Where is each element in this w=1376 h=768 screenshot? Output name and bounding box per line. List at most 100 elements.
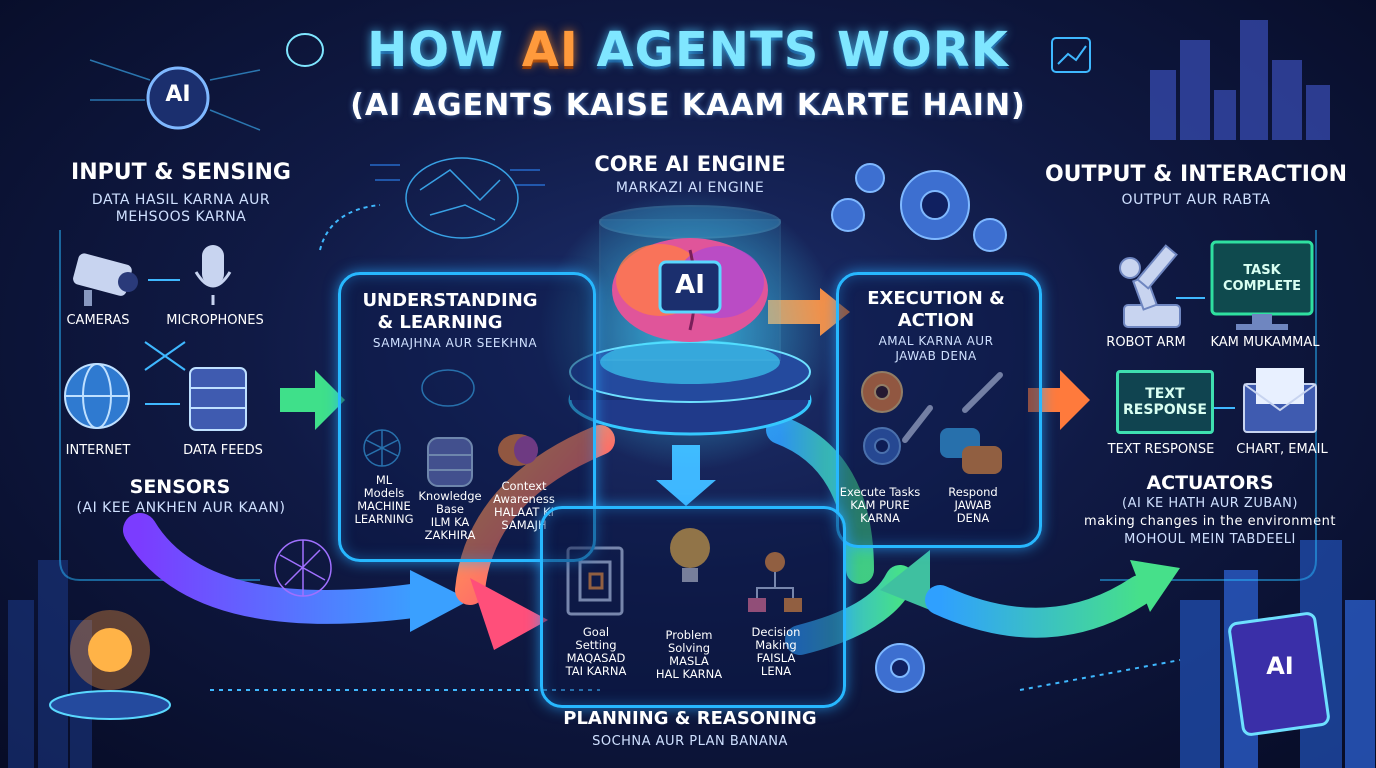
internet-label: INTERNET: [65, 443, 131, 458]
goal-line-2: Setting: [575, 638, 617, 652]
execution-heading-2: ACTION: [897, 310, 975, 331]
problem-line-1: Problem: [665, 628, 713, 642]
data-feeds-label: DATA FEEDS: [183, 443, 263, 458]
sensors-title: SENSORS: [129, 476, 231, 498]
text-box-line-1: TEXT: [1145, 386, 1185, 402]
goal-line-1: Goal: [582, 625, 610, 639]
ml-line-4: LEARNING: [354, 512, 414, 526]
understanding-heading-2: & LEARNING: [377, 312, 503, 333]
respond-line-2: JAWAB: [954, 498, 992, 512]
envelope-icon: [1243, 368, 1317, 433]
ctx-line-2: Awareness: [493, 492, 555, 506]
execute-tasks-label: Execute Tasks KAM PURE KARNA: [834, 486, 926, 525]
title-suffix: AGENTS WORK: [578, 22, 1009, 78]
microphones-label: MICROPHONES: [166, 313, 264, 328]
network-brain-icon: [405, 157, 519, 239]
chart-icon: [1051, 37, 1091, 73]
actuators-title: ACTUATORS: [1146, 472, 1274, 494]
execution-subheading-1: AMAL KARNA AUR: [878, 334, 994, 348]
kb-line-1: Knowledge: [418, 489, 482, 503]
goal-line-3: MAQASAD: [566, 651, 626, 665]
goal-setting-label: Goal Setting MAQASAD TAI KARNA: [560, 626, 632, 678]
wrench-icon: [962, 372, 1003, 413]
robot-arm-label: ROBOT ARM: [1106, 335, 1186, 350]
decision-tree-icon: [748, 552, 802, 612]
core-chip-label: AI: [675, 270, 705, 300]
page-title: HOW AI AGENTS WORK: [0, 22, 1376, 78]
title-highlight: AI: [521, 22, 579, 78]
ai-badge: AI: [165, 82, 191, 107]
input-subheading-1: DATA HASIL KARNA AUR: [91, 192, 271, 208]
knowledge-base-label: Knowledge Base ILM KA ZAKHIRA: [412, 490, 488, 542]
execution-panel: [836, 272, 1042, 548]
chart-email-label: CHART, EMAIL: [1236, 442, 1328, 457]
respond-line-1: Respond: [948, 485, 998, 499]
small-brain-icon: [421, 369, 475, 407]
problem-line-3: MASLA: [669, 654, 709, 668]
planning-subheading: SOCHNA AUR PLAN BANANA: [592, 734, 788, 749]
ctx-line-1: Context: [501, 479, 547, 493]
actuators-subtitle-3: MOHOUL MEIN TABDEELI: [1124, 532, 1296, 547]
ml-line-3: MACHINE: [357, 499, 411, 513]
ml-network-icon: [363, 429, 401, 467]
decision-line-4: LENA: [760, 664, 792, 678]
problem-solving-label: Problem Solving MASLA HAL KARNA: [648, 629, 730, 681]
text-box-line-2: RESPONSE: [1123, 402, 1207, 418]
understanding-heading-1: UNDERSTANDING: [362, 290, 538, 311]
execution-heading-1: EXECUTION &: [867, 288, 1005, 309]
gear-orange-icon: [861, 371, 903, 413]
gear-blue-icon: [863, 427, 901, 465]
camera-icon: [73, 253, 138, 306]
lightbulb-icon: [670, 528, 710, 582]
respond-label: Respond JAWAB DENA: [940, 486, 1006, 525]
context-awareness-label: Context Awareness HALAAT KI SAMAJH: [490, 480, 558, 532]
kb-line-3: ILM KA: [430, 515, 470, 529]
maze-icon: [566, 546, 624, 616]
task-box-line-1: TASK: [1243, 263, 1281, 278]
tasks-line-1: Execute Tasks: [839, 485, 921, 499]
actuators-subtitle-1: (AI KE HATH AUR ZUBAN): [1122, 496, 1298, 511]
database-icon: [189, 367, 247, 431]
problem-line-4: HAL KARNA: [655, 667, 723, 681]
task-box-line-2: COMPLETE: [1223, 279, 1301, 294]
ctx-line-3: HALAAT KI: [494, 505, 554, 519]
input-heading: INPUT & SENSING: [71, 160, 291, 185]
output-subheading: OUTPUT AUR RABTA: [1121, 192, 1271, 208]
problem-line-2: Solving: [667, 641, 711, 655]
knowledge-database-icon: [427, 437, 473, 487]
sensors-subtitle: (AI KEE ANKHEN AUR KAAN): [76, 500, 286, 516]
actuators-subtitle-2: making changes in the environment: [1084, 514, 1336, 529]
ctx-line-4: SAMAJH: [501, 518, 547, 532]
understanding-subheading: SAMAJHNA AUR SEEKHNA: [372, 336, 538, 350]
execution-subheading-2: JAWAB DENA: [895, 349, 977, 363]
text-response-label: TEXT RESPONSE: [1107, 442, 1215, 457]
ml-models-label: ML Models MACHINE LEARNING: [352, 474, 416, 526]
core-heading: CORE AI ENGINE: [594, 152, 786, 176]
city-ai-badge: AI: [1266, 652, 1294, 680]
title-prefix: HOW: [367, 22, 522, 78]
kb-line-4: ZAKHIRA: [424, 528, 476, 542]
decision-line-2: Making: [755, 638, 797, 652]
kb-line-2: Base: [435, 502, 464, 516]
monitor-icon: [1210, 240, 1314, 330]
input-subheading-2: MEHSOOS KARNA: [115, 209, 247, 225]
tasks-line-3: KARNA: [860, 511, 900, 525]
decision-making-label: Decision Making FAISLA LENA: [738, 626, 814, 678]
planning-heading: PLANNING & REASONING: [563, 708, 817, 729]
robot-arm-icon: [1119, 244, 1181, 328]
ml-line-1: ML: [375, 473, 393, 487]
core-subheading: MARKAZI AI ENGINE: [615, 180, 765, 196]
globe-icon: [64, 363, 130, 429]
output-heading: OUTPUT & INTERACTION: [1044, 162, 1348, 187]
tasks-line-2: KAM PURE: [850, 498, 910, 512]
respond-line-3: DENA: [956, 511, 990, 525]
ml-line-2: Models: [363, 486, 405, 500]
goal-line-4: TAI KARNA: [565, 664, 627, 678]
cameras-label: CAMERAS: [66, 313, 130, 328]
decision-line-1: Decision: [751, 625, 801, 639]
page-subtitle: (AI AGENTS KAISE KAAM KARTE HAIN): [350, 88, 1026, 123]
microphone-icon: [194, 245, 232, 305]
